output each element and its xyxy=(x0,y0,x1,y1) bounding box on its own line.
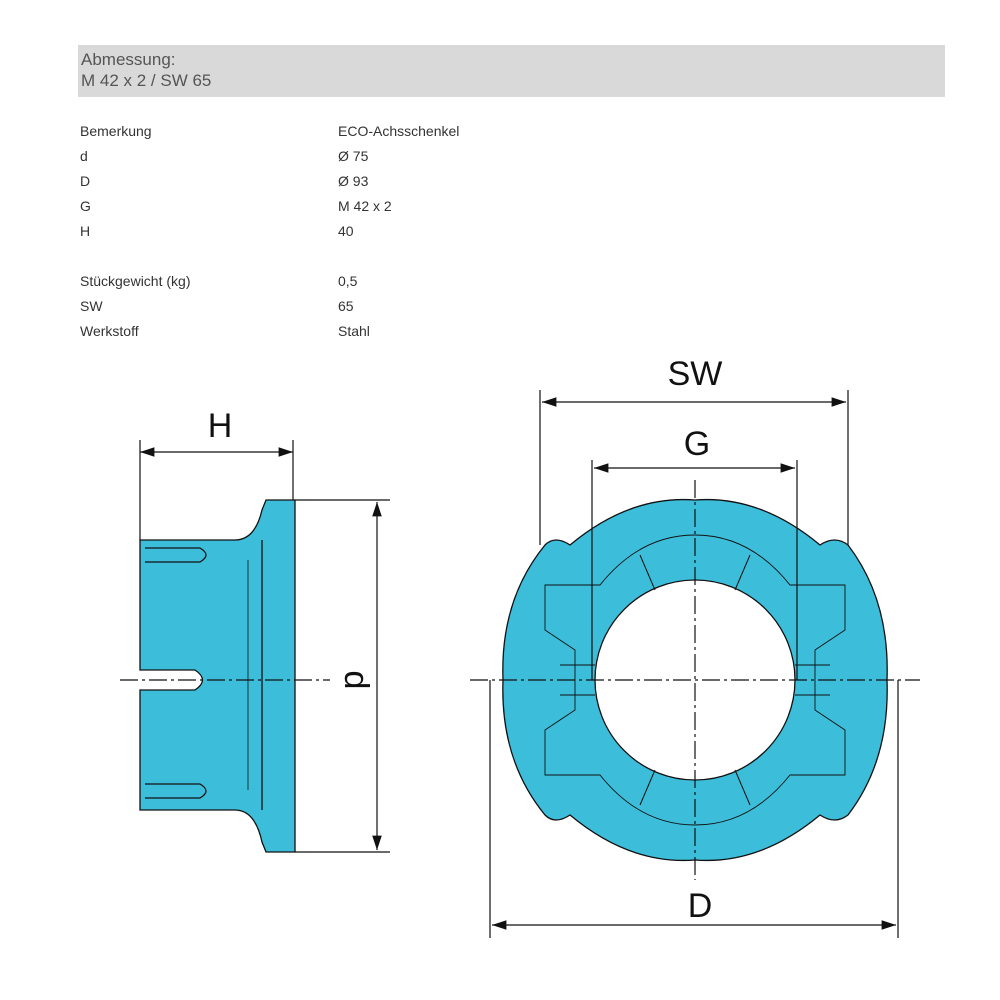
spec-row: D Ø 93 xyxy=(80,173,580,193)
spec-value: Stahl xyxy=(338,323,370,339)
label-D: D xyxy=(688,887,713,925)
spec-value: 65 xyxy=(338,298,354,314)
spec-label: H xyxy=(80,223,91,239)
side-view xyxy=(139,499,296,853)
spec-label: Werkstoff xyxy=(80,323,139,339)
front-dimensions xyxy=(470,390,920,938)
spec-row: H 40 xyxy=(80,223,580,243)
spec-value: 0,5 xyxy=(338,273,358,289)
spec-label: d xyxy=(80,148,88,164)
header-subtitle: M 42 x 2 / SW 65 xyxy=(81,71,212,90)
spec-value: Ø 93 xyxy=(338,173,369,189)
spec-row: Werkstoff Stahl xyxy=(80,323,580,343)
label-H: H xyxy=(208,407,233,445)
spec-row: G M 42 x 2 xyxy=(80,198,580,218)
header-title: Abmessung: xyxy=(81,50,176,69)
spec-label: Stückgewicht (kg) xyxy=(80,273,191,289)
spec-row: Bemerkung ECO-Achsschenkel xyxy=(80,123,580,143)
label-SW: SW xyxy=(668,355,723,393)
label-d: d xyxy=(337,671,375,690)
label-G: G xyxy=(684,425,710,463)
spec-row: d Ø 75 xyxy=(80,148,580,168)
spec-value: 40 xyxy=(338,223,354,239)
spec-row: Stückgewicht (kg) 0,5 xyxy=(80,273,580,293)
spec-label: D xyxy=(80,173,91,189)
spec-value: Ø 75 xyxy=(338,148,369,164)
spec-row: SW 65 xyxy=(80,298,580,318)
dimension-labels: H d SW G D xyxy=(208,355,723,925)
spec-value: M 42 x 2 xyxy=(338,198,392,214)
spec-label: SW xyxy=(80,298,103,314)
dimension-header: Abmessung: M 42 x 2 / SW 65 xyxy=(78,45,945,97)
side-dimensions xyxy=(120,440,390,853)
spec-value: ECO-Achsschenkel xyxy=(338,123,460,139)
spec-label: G xyxy=(80,198,91,214)
spec-label: Bemerkung xyxy=(80,123,152,139)
